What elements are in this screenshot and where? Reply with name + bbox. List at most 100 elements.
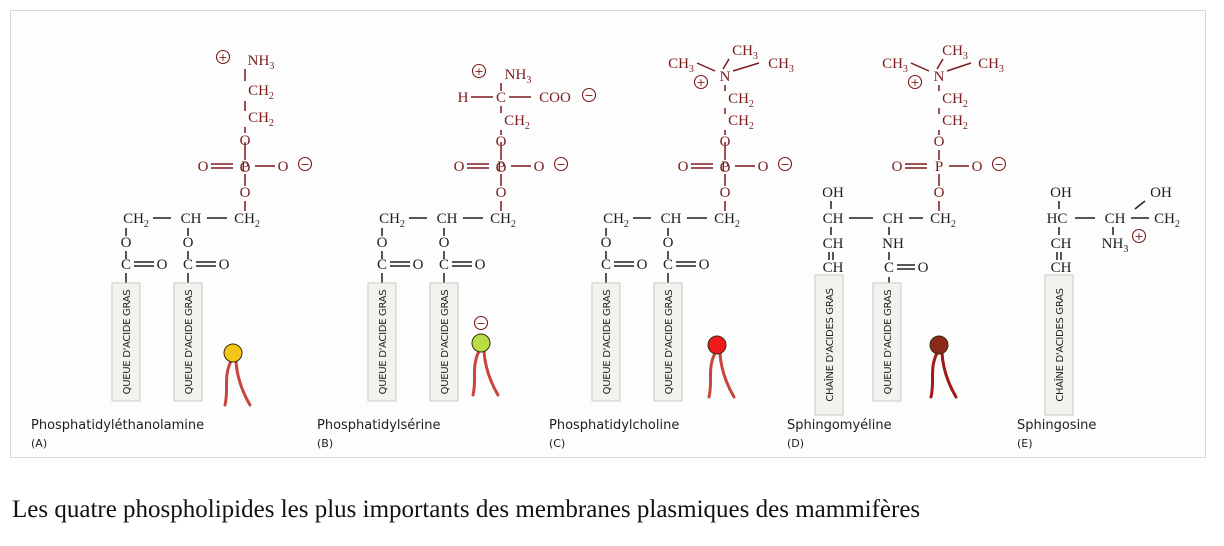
oxygen-atom: O [240,185,251,201]
carbon-atom: C [601,257,611,273]
tail-box [814,274,844,416]
oxygen-atom: O [219,257,230,273]
oxygen-atom: O [183,235,194,251]
lipid-head [707,335,727,355]
minus-charge-circle [473,315,489,331]
molecule-name: Phosphatidylsérine [317,418,441,433]
lipid-head [929,335,949,355]
molecule-letter: (A) [31,437,47,450]
fatty-acid-tail: QUEUE D'ACIDE GRAS [591,282,621,402]
oxygen-atom: O [972,159,983,175]
lipid-tail-left [471,349,481,397]
lipid-tail-right [482,349,500,397]
tail-label: QUEUE D'ACIDE GRAS [440,290,451,395]
oxygen-atom: O [278,159,289,175]
phosphorus-atom: P [497,159,505,175]
molecule-name: Phosphatidylcholine [549,418,679,433]
ch2-group: CH2 [728,113,754,132]
nh3-group: NH3 [248,53,275,72]
charge-sign: + [910,76,919,89]
hc-group: HC [1047,211,1068,227]
ch3-group: CH3 [978,56,1004,75]
molecule-letter: (C) [549,437,565,450]
ch2-group: CH2 [942,91,968,110]
oxygen-atom: O [240,133,251,149]
fatty-acid-chain-tail: CHAÎNE D'ACIDES GRAS [1044,274,1074,416]
plus-charge-icon: + [1131,228,1147,244]
ch-group: CH [1105,211,1126,227]
hydroxyl-group: OH [1050,185,1072,201]
minus-charge-icon: − [777,156,793,172]
ch2-group: CH2 [123,211,149,230]
tail-box [111,282,141,402]
minus-charge-icon: − [553,156,569,172]
tail-label: QUEUE D'ACIDE GRAS [378,290,389,395]
oxygen-atom: O [934,185,945,201]
ch-group: CH [823,260,844,276]
oxygen-atom: O [637,257,648,273]
minus-charge-icon: − [991,156,1007,172]
oxygen-atom: O [663,235,674,251]
oxygen-atom: O [720,185,731,201]
lipid-icon-d [929,335,958,399]
ch2-group: CH2 [248,110,274,129]
ch-group: CH [661,211,682,227]
lipid-tail-right [940,351,958,399]
ch-group: CH [1051,236,1072,252]
oxygen-atom: O [918,260,929,276]
carbon-atom: C [183,257,193,273]
lipid-head [223,343,243,363]
plus-charge-icon: + [215,49,231,65]
plus-charge-circle [907,74,923,90]
ch2-group: CH2 [930,211,956,230]
ch2-group: CH2 [942,113,968,132]
fatty-acid-chain-tail: CHAÎNE D'ACIDES GRAS [814,274,844,416]
molecule-name: Sphingosine [1017,418,1096,433]
lipid-icon-b [471,333,500,397]
phosphorus-atom: P [935,159,943,175]
lipid-tail-left [929,351,939,399]
plus-charge-icon: + [471,63,487,79]
tail-box [429,282,459,402]
bond [910,62,930,72]
oxygen-atom: O [678,159,689,175]
bond [946,62,972,72]
tail-box [173,282,203,402]
charge-sign: − [476,317,485,330]
carbon-atom: C [884,260,894,276]
oxygen-atom: O [496,160,507,176]
nitrogen-atom: N [720,69,731,85]
charge-sign: − [556,158,565,171]
tail-label: QUEUE D'ACIDE GRAS [664,290,675,395]
fatty-acid-tail: QUEUE D'ACIDE GRAS [111,282,141,402]
plus-charge-circle [1131,228,1147,244]
tail-box [1044,274,1074,416]
oxygen-atom: O [758,159,769,175]
figure-caption: Les quatre phospholipides les plus impor… [12,496,921,523]
carbon-atom: C [496,90,506,106]
charge-sign: − [780,158,789,171]
tail-box [653,282,683,402]
ch-group: CH [883,211,904,227]
oxygen-atom: O [157,257,168,273]
minus-charge-circle [297,156,313,172]
lipid-tail-right [234,359,252,407]
tail-box [872,282,902,402]
molecule-name: Sphingomyéline [787,418,892,433]
nh-group: NH [882,236,904,252]
phosphorus-atom: P [721,159,729,175]
oxygen-atom: O [413,257,424,273]
molecule-letter: (B) [317,437,333,450]
bond [1134,200,1146,210]
bond [722,58,730,70]
lipid-tail-left [223,359,233,407]
lipid-tail-right [718,351,736,399]
minus-charge-icon: − [581,87,597,103]
fatty-acid-tail: QUEUE D'ACIDE GRAS [429,282,459,402]
charge-sign: − [300,158,309,171]
oxygen-atom: O [121,235,132,251]
charge-sign: + [474,65,483,78]
